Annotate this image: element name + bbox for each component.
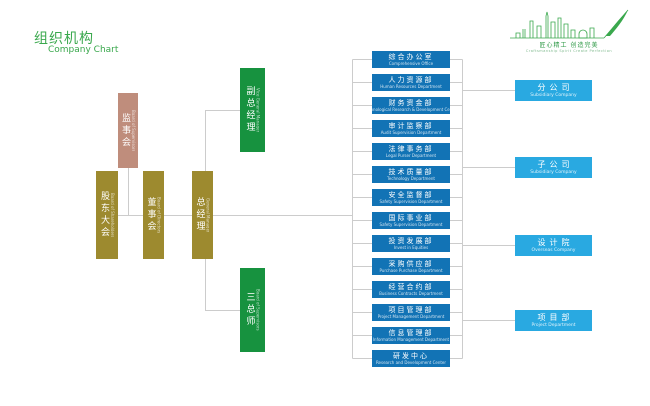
dept-legal-affairs: 法律事务部 Legal Purser Department [372, 143, 450, 160]
dept-label-cn: 研发中心 [393, 352, 429, 360]
branch-label-en: Subsidiary Company [530, 92, 577, 98]
box-label-en: Board of Directors [156, 196, 162, 234]
box-label-en: Board of Shareholders [110, 192, 115, 238]
branch-design-institute: 设计院 Overseas Company [515, 235, 592, 256]
box-label-cn: 股东大会 [99, 191, 109, 239]
dept-label-en: Comprehensive Office [388, 61, 434, 66]
dept-international-business: 国际事业部 Safety Supervision Department [372, 212, 450, 229]
dept-label-en: Human Resources Department [380, 84, 442, 89]
box-label-cn: 董事会 [145, 197, 156, 233]
dept-label-en: Invest in Equities [393, 245, 429, 250]
dept-finance-capital: 财务资金部 Technological Research & Developme… [372, 97, 450, 114]
company-logo: 匠心精工 创造完美 Craftsmanship Spirit Create Pe… [506, 8, 632, 54]
dept-label-en: Information Management Department [372, 337, 450, 342]
dept-label-cn: 项目管理部 [388, 306, 434, 314]
dept-label-cn: 投资发展部 [388, 237, 434, 245]
dept-project-management: 项目管理部 Project Management Department [372, 304, 450, 321]
branch-label-en: Overseas Company [531, 247, 576, 253]
branch-label-en: Project Department [531, 322, 576, 328]
dept-label-cn: 信息管理部 [388, 329, 434, 337]
logo-slogan: 匠心精工 创造完美 [539, 42, 599, 49]
dept-label-cn: 安全监督部 [388, 191, 434, 199]
box-label-cn: 三总师 [244, 292, 255, 328]
box-label-cn: 监事会 [120, 112, 130, 149]
dept-label-cn: 国际事业部 [388, 214, 434, 222]
dept-label-cn: 法律事务部 [388, 145, 434, 153]
skyline-quill-icon [510, 9, 629, 39]
dept-label-en: Business Contracts Department [379, 291, 443, 296]
box-label-en: Board of Supervisors [255, 289, 261, 331]
dept-label-cn: 技术质量部 [388, 168, 434, 176]
branch-label-cn: 项目部 [537, 312, 574, 322]
dept-research-development-center: 研发中心 Research and Development Center [372, 350, 450, 367]
page-title: 组织机构 [34, 31, 94, 47]
dept-label-en: Safety Supervision Department [379, 222, 443, 227]
dept-label-cn: 审计监察部 [388, 122, 434, 130]
box-board-of-shareholders: 股东大会 Board of Shareholders [96, 171, 118, 259]
dept-label-cn: 人力资源部 [388, 76, 434, 84]
box-board-of-directors: 董事会 Board of Directors [143, 171, 164, 259]
dept-label-cn: 经营合约部 [388, 283, 434, 291]
dept-comprehensive-office: 综合办公室 Comprehensive Office [372, 51, 450, 68]
logo-slogan-en: Craftsmanship Spirit Create Perfection [525, 49, 613, 53]
dept-investment-development: 投资发展部 Invest in Equities [372, 235, 450, 252]
dept-label-en: Safety Supervision Department [379, 199, 443, 204]
page-subtitle: Company Chart [48, 45, 119, 55]
box-board-of-supervisors: 监事会 Board of Supervisors [118, 93, 138, 168]
box-general-manager: 总经理 General Manager [192, 171, 213, 259]
box-label-en: General Manager [205, 197, 211, 233]
dept-audit-supervision: 审计监察部 Audit Supervision Department [372, 120, 450, 137]
dept-technology-quality: 技术质量部 Technology Department [372, 166, 450, 183]
dept-label-en: Legal Purser Department [385, 153, 437, 158]
dept-human-resources: 人力资源部 Human Resources Department [372, 74, 450, 91]
branch-label-cn: 分公司 [537, 82, 574, 92]
box-label-cn: 副总经理 [244, 86, 255, 134]
dept-label-cn: 财务资金部 [388, 99, 434, 107]
branch-label-en: Subsidiary Company [530, 169, 577, 175]
dept-label-cn: 综合办公室 [388, 53, 434, 61]
dept-label-cn: 采购供应部 [388, 260, 434, 268]
branch-label-cn: 设计院 [537, 237, 574, 247]
branch-label-cn: 子公司 [537, 159, 574, 169]
dept-label-en: Technological Research & Development Cen… [372, 107, 450, 112]
dept-label-en: Purchase Purchase Department [379, 268, 443, 273]
box-label-cn: 总经理 [194, 197, 205, 233]
dept-business-contracts: 经营合约部 Business Contracts Department [372, 281, 450, 298]
box-label-en: Vice General Manager [255, 87, 261, 133]
dept-label-en: Project Management Department [377, 314, 445, 319]
dept-information-management: 信息管理部 Information Management Department [372, 327, 450, 344]
box-vice-general-manager: 副总经理 Vice General Manager [240, 68, 265, 152]
dept-safety-supervision: 安全监督部 Safety Supervision Department [372, 189, 450, 206]
box-chief-engineers: 三总师 Board of Supervisors [240, 268, 265, 352]
dept-purchase-supply: 采购供应部 Purchase Purchase Department [372, 258, 450, 275]
dept-label-en: Audit Supervision Department [380, 130, 442, 135]
dept-label-en: Research and Development Center [375, 360, 447, 365]
dept-label-en: Technology Department [387, 176, 435, 181]
branch-subsidiary-company-1: 分公司 Subsidiary Company [515, 80, 592, 101]
branch-subsidiary-company-2: 子公司 Subsidiary Company [515, 157, 592, 178]
box-label-en: Board of Supervisors [131, 109, 136, 152]
branch-project-department: 项目部 Project Department [515, 310, 592, 331]
